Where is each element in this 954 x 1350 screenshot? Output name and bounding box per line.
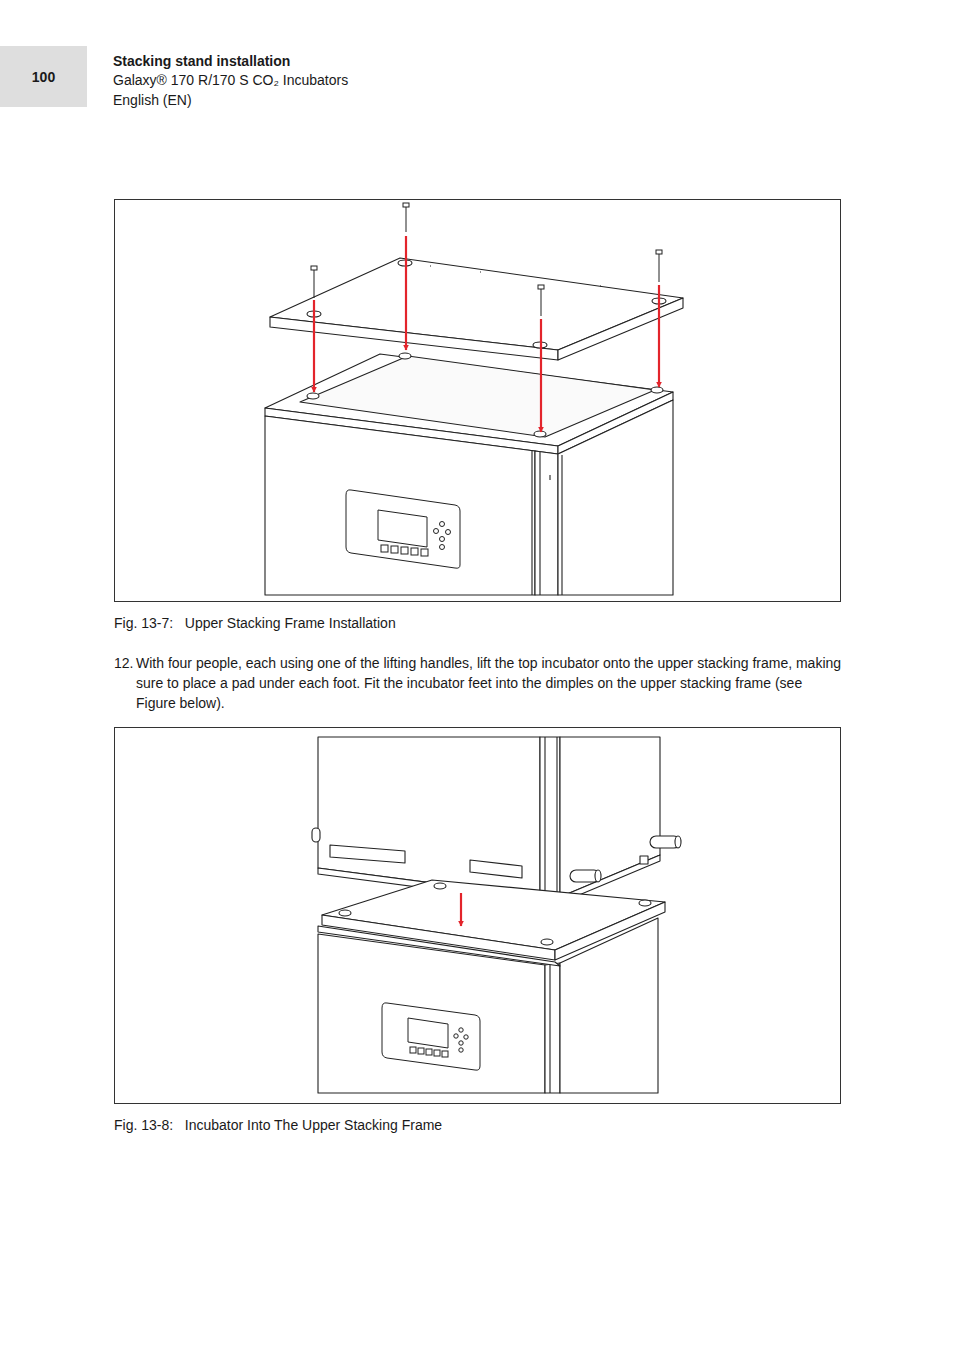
page-number-tab: 100: [0, 46, 87, 107]
direction-arrow: [405, 236, 407, 350]
screw: [311, 203, 662, 316]
control-panel: [459, 1048, 463, 1052]
stacking-frame: [270, 258, 683, 360]
incubator-drawing: [531, 450, 532, 595]
control-panel: [378, 510, 427, 547]
control-panel: [382, 1003, 480, 1070]
stacking-frame: [555, 902, 665, 960]
incubator-drawing: [545, 963, 560, 1093]
control-panel: [454, 1034, 458, 1038]
control-panel: [464, 1035, 468, 1039]
figure-caption: Fig. 13-7: Upper Stacking Frame Installa…: [114, 613, 814, 633]
incubator-drawing: [307, 393, 319, 399]
control-panel: [418, 1048, 424, 1054]
stacking-frame: [480, 271, 481, 272]
incubator-drawing: [650, 836, 680, 848]
control-panel: [346, 490, 460, 568]
incubator-drawing: [265, 353, 673, 595]
incubator-drawing: [399, 353, 411, 359]
incubator-drawing: [675, 836, 681, 848]
incubator-drawing: [558, 400, 673, 595]
stacking-frame: [541, 939, 553, 945]
screw: [406, 207, 407, 232]
incubator-drawing: [330, 845, 405, 863]
figure-frame: [115, 728, 841, 1104]
screw: [311, 266, 317, 270]
control-panel: [442, 1051, 448, 1057]
control-panel: [459, 1028, 463, 1032]
control-panel: [434, 529, 439, 534]
incubator-drawing: [556, 737, 557, 897]
control-panel: [440, 545, 445, 550]
control-panel: [421, 549, 428, 556]
control-panel: [426, 1049, 432, 1055]
incubator-drawing: [640, 856, 648, 864]
stacking-frame: [434, 883, 446, 889]
incubator-drawing: [540, 737, 560, 897]
incubator-drawing: [595, 870, 601, 882]
figure-caption: Fig. 13-8: Incubator Into The Upper Stac…: [114, 1115, 814, 1135]
stacking-frame: [558, 298, 683, 360]
control-panel: [440, 537, 445, 542]
stacking-frame: [270, 258, 683, 350]
incubator-drawing: [561, 455, 562, 595]
page-number: 100: [32, 69, 55, 85]
control-panel: [391, 546, 398, 553]
screw: [314, 270, 315, 298]
header-text: Galaxy® 170 R/170 S CO₂ Incubators: [113, 70, 513, 90]
stacking-frame: [639, 900, 651, 906]
header-text: English (EN): [113, 90, 513, 110]
incubator-drawing: [549, 475, 550, 480]
direction-arrow: [540, 319, 542, 432]
control-panel: [446, 530, 451, 535]
direction-arrow: [314, 236, 659, 432]
incubator-drawing: [651, 387, 663, 393]
control-panel: [459, 1041, 463, 1045]
direction-arrow: [460, 893, 462, 926]
figure-frame: [115, 200, 841, 602]
control-panel: [434, 1050, 440, 1056]
incubator-drawing: [539, 452, 540, 595]
incubator-drawing: [470, 860, 522, 878]
stacking-frame: [600, 285, 601, 286]
incubator-drawing: [560, 737, 660, 897]
section-heading: Stacking stand installation: [113, 51, 290, 71]
incubator-drawing: [544, 737, 545, 897]
screw: [403, 203, 409, 207]
control-panel: [382, 1003, 480, 1070]
screw: [659, 254, 660, 282]
stacking-frame: [318, 926, 560, 966]
screw: [538, 285, 544, 289]
direction-arrow: [313, 300, 315, 392]
screw: [541, 289, 542, 316]
incubator-drawing: [570, 870, 600, 882]
stacking-frame: [339, 910, 351, 916]
control-panel: [346, 490, 460, 568]
control-panel: [401, 547, 408, 554]
direction-arrow: [658, 285, 660, 387]
control-panel: [410, 1047, 416, 1053]
incubator-drawing: [312, 737, 681, 1093]
control-panel: [408, 1018, 448, 1048]
incubator-drawing: [535, 451, 558, 595]
incubator-drawing: [312, 828, 320, 842]
direction-arrow: [460, 893, 462, 926]
control-panel: [381, 545, 388, 552]
screw: [656, 250, 662, 254]
control-panel: [440, 522, 445, 527]
stacking-frame: [318, 880, 665, 966]
control-panel: [411, 548, 418, 555]
incubator-drawing: [265, 416, 535, 595]
figure-frame: [115, 728, 841, 1104]
incubator-drawing: [549, 965, 550, 1093]
step-text: With four people, each using one of the …: [136, 653, 842, 713]
stacking-frame: [430, 265, 431, 266]
figure-frame: [115, 200, 841, 602]
